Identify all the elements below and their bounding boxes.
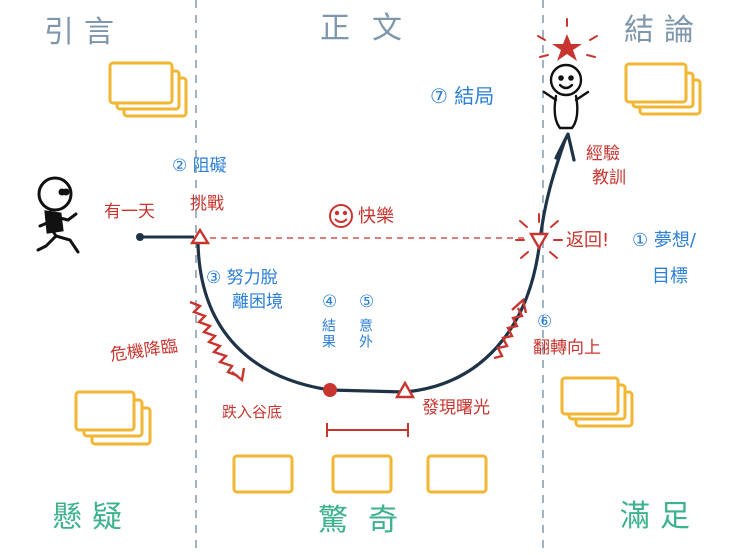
return-burst	[515, 213, 563, 259]
label-one-day: 有一天	[104, 202, 155, 222]
label-obstacle: ② 阻礙	[172, 156, 227, 176]
note-surprise-2	[331, 454, 393, 494]
crisis-arrowhead	[231, 367, 246, 383]
label-discover: 發現曙光	[422, 398, 490, 418]
arrow-head	[554, 132, 576, 162]
crisis-zigzag	[189, 300, 239, 378]
label-satisfaction: 滿足	[620, 499, 700, 534]
turn-zigzag	[493, 307, 524, 360]
walking-person-icon	[36, 176, 80, 254]
label-surprise-outside: 意外	[357, 318, 373, 350]
label-turn: 翻轉向上	[533, 338, 601, 358]
smiley-icon	[329, 204, 353, 228]
return-triangle	[528, 232, 550, 251]
label-lesson-1: 經驗	[586, 144, 620, 164]
label-result: 結果	[320, 318, 336, 350]
label-happy: 快樂	[358, 206, 394, 227]
label-result-num: ④	[322, 292, 338, 312]
happy-person-icon	[542, 63, 590, 130]
section-intro: 引言	[44, 15, 124, 50]
note-stack-suspense	[74, 390, 152, 446]
label-escape: 離困境	[232, 292, 283, 312]
surprise-bracket	[326, 423, 409, 437]
result-dot	[323, 383, 337, 397]
label-return: 返回!	[566, 230, 610, 251]
start-dot	[136, 233, 144, 241]
challenge-triangle	[189, 227, 211, 245]
section-body: 正文	[320, 11, 424, 46]
label-goal: 目標	[652, 266, 688, 287]
label-effort: ③ 努力脫	[206, 268, 278, 288]
note-stack-conclusion	[624, 62, 702, 116]
section-conclusion: 結論	[624, 13, 704, 48]
label-fall: 跌入谷底	[222, 403, 283, 421]
star-burst	[537, 18, 598, 58]
label-ending: ⑦ 結局	[430, 84, 495, 108]
label-surprise-num: ⑤	[359, 292, 375, 312]
note-stack-intro	[108, 61, 188, 118]
turn-arrowhead	[511, 297, 528, 314]
label-dream: ① 夢想/	[632, 230, 696, 251]
label-lesson-2: 教訓	[592, 168, 626, 188]
label-challenge: 挑戰	[190, 194, 224, 214]
story-curve	[196, 138, 567, 394]
label-suspense: 懸疑	[52, 500, 132, 535]
note-stack-satisfaction	[560, 376, 634, 428]
discover-triangle	[394, 380, 416, 399]
note-surprise-1	[232, 454, 294, 494]
label-surprise: 驚奇	[318, 503, 418, 538]
note-surprise-3	[426, 454, 488, 494]
star-icon	[552, 34, 582, 61]
label-turn-num: ⑥	[537, 312, 553, 332]
